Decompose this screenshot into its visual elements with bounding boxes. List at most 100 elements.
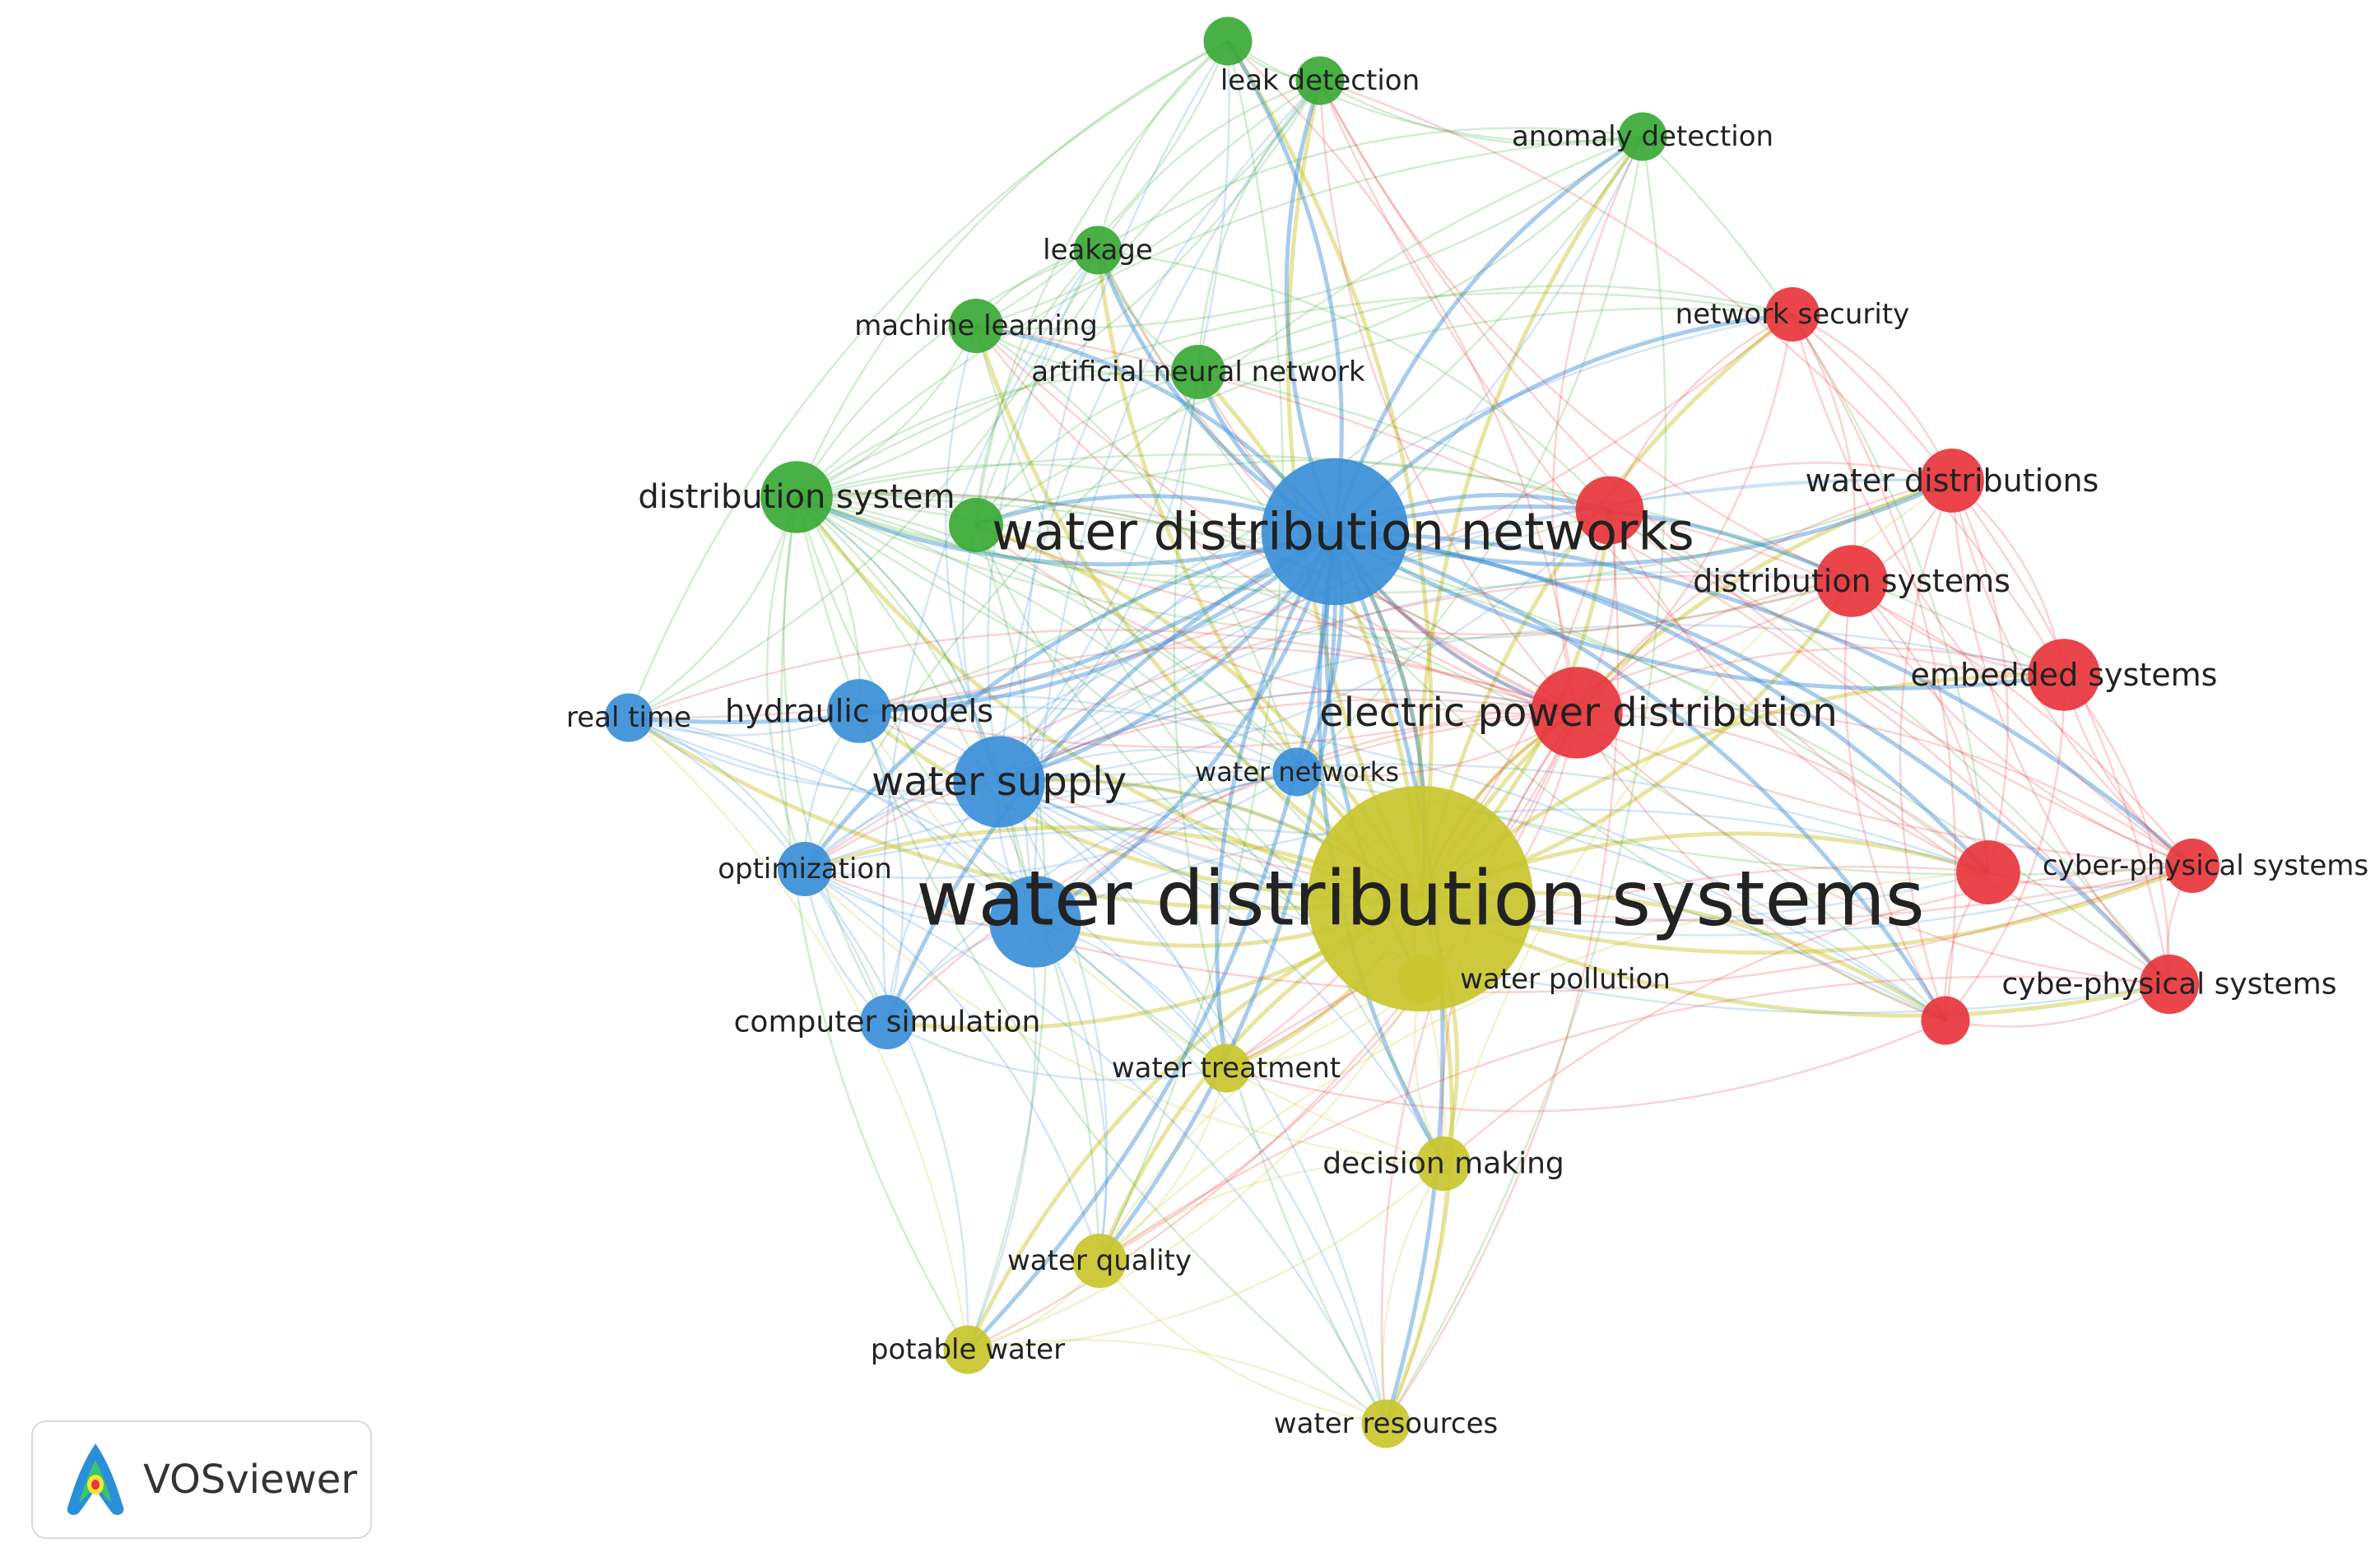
network-link (796, 495, 1852, 640)
node-wdn[interactable] (1261, 458, 1409, 606)
network-link (1551, 136, 1644, 714)
node-wds[interactable] (1308, 786, 1533, 1011)
network-link (1319, 79, 2066, 676)
node-label-leakage: leakage (1043, 234, 1153, 267)
node-cps[interactable] (2165, 839, 2220, 893)
node-label-leak: leak detection (1220, 64, 1420, 97)
node-anomaly[interactable] (1618, 112, 1667, 161)
network-link (765, 496, 807, 870)
network-link (1197, 80, 1321, 373)
network-link (975, 324, 1299, 773)
node-distsys2[interactable] (1815, 545, 1888, 617)
node-wdist[interactable] (1920, 449, 1984, 513)
network-link (796, 495, 1336, 567)
network-link (796, 495, 1298, 773)
network-link (1576, 647, 2065, 714)
network-link (998, 624, 2065, 783)
node-label-wdn: water distribution networks (992, 502, 1694, 562)
network-link (1384, 509, 1620, 1425)
node-leakdot[interactable] (1203, 16, 1253, 66)
network-link (804, 868, 969, 1350)
node-hydraulic[interactable] (827, 679, 891, 743)
network-link (1334, 529, 2194, 867)
node-label-anomaly: anomaly detection (1512, 120, 1773, 153)
network-link (1197, 136, 1643, 374)
network-link (627, 40, 1229, 718)
network-link (804, 770, 1298, 880)
node-rdot2[interactable] (1956, 840, 2020, 904)
node-rdot1[interactable] (1575, 476, 1644, 545)
node-embedded[interactable] (2028, 639, 2100, 711)
network-link (627, 715, 1421, 911)
node-label-wds: water distribution systems (916, 855, 1924, 943)
network-link (858, 695, 1298, 774)
node-label-quality: water quality (1007, 1244, 1192, 1277)
network-link (967, 1338, 1387, 1425)
node-decision[interactable] (1416, 1137, 1471, 1191)
node-label-embedded: embedded systems (1911, 657, 2218, 693)
node-label-distsys2: distribution systems (1693, 563, 2010, 599)
node-distsys[interactable] (760, 461, 833, 533)
node-bdot[interactable] (989, 876, 1081, 968)
network-link (796, 80, 1322, 499)
network-link (998, 780, 2170, 1014)
node-treatment[interactable] (1202, 1044, 1251, 1093)
network-link (1415, 135, 1645, 900)
network-link (1099, 1067, 1228, 1262)
network-link (966, 781, 1037, 1350)
network-link (1034, 921, 1108, 1262)
network-link (886, 1020, 1227, 1081)
network-link (1333, 312, 1793, 533)
network-link (885, 529, 1336, 1023)
network-link (780, 496, 969, 1350)
node-label-wdist: water distributions (1806, 463, 2099, 499)
network-link (796, 370, 1199, 498)
node-ann[interactable] (1171, 345, 1225, 399)
network-link (796, 495, 1001, 783)
node-leakage[interactable] (1073, 225, 1123, 275)
network-link (998, 40, 1230, 783)
network-link (944, 325, 1001, 783)
network-link (974, 40, 1229, 526)
network-link (1608, 509, 1989, 874)
node-quality[interactable] (1072, 1234, 1127, 1288)
node-resources[interactable] (1361, 1399, 1411, 1448)
node-cybe[interactable] (2139, 954, 2200, 1015)
network-link (1096, 249, 1946, 1022)
node-leak[interactable] (1295, 56, 1345, 105)
node-realtime[interactable] (604, 693, 653, 742)
network-link (1332, 134, 1644, 532)
network-link (1609, 462, 1953, 512)
node-netsec[interactable] (1765, 287, 1820, 342)
node-potable[interactable] (943, 1325, 992, 1374)
node-rdot3[interactable] (1921, 996, 1970, 1045)
node-label-potable: potable water (871, 1333, 1065, 1366)
network-link (966, 531, 1337, 1351)
network-link (975, 524, 1578, 715)
network-link (1099, 871, 1989, 1262)
node-wns[interactable] (1272, 747, 1322, 797)
node-label-epd: electric power distribution (1319, 690, 1837, 736)
network-link (796, 492, 1578, 714)
network-link (628, 716, 889, 1023)
network-link (1296, 136, 1644, 773)
network-link (2063, 674, 2171, 985)
node-supply[interactable] (953, 736, 1045, 828)
network-link (1227, 40, 1643, 143)
network-link (1576, 479, 1953, 714)
network-link (1950, 480, 2009, 873)
network-link (998, 371, 1200, 783)
network-link (1609, 509, 2065, 676)
network-link (975, 325, 1578, 714)
network-link (1097, 127, 1643, 252)
node-optim[interactable] (778, 842, 832, 896)
node-gdot[interactable] (949, 498, 1003, 552)
node-ml[interactable] (949, 299, 1003, 353)
node-compsim[interactable] (860, 995, 914, 1049)
network-link (1850, 580, 2193, 867)
network-link (998, 509, 1611, 783)
network-link (881, 249, 1099, 1023)
network-link (796, 291, 1793, 499)
node-epd[interactable] (1531, 667, 1623, 759)
